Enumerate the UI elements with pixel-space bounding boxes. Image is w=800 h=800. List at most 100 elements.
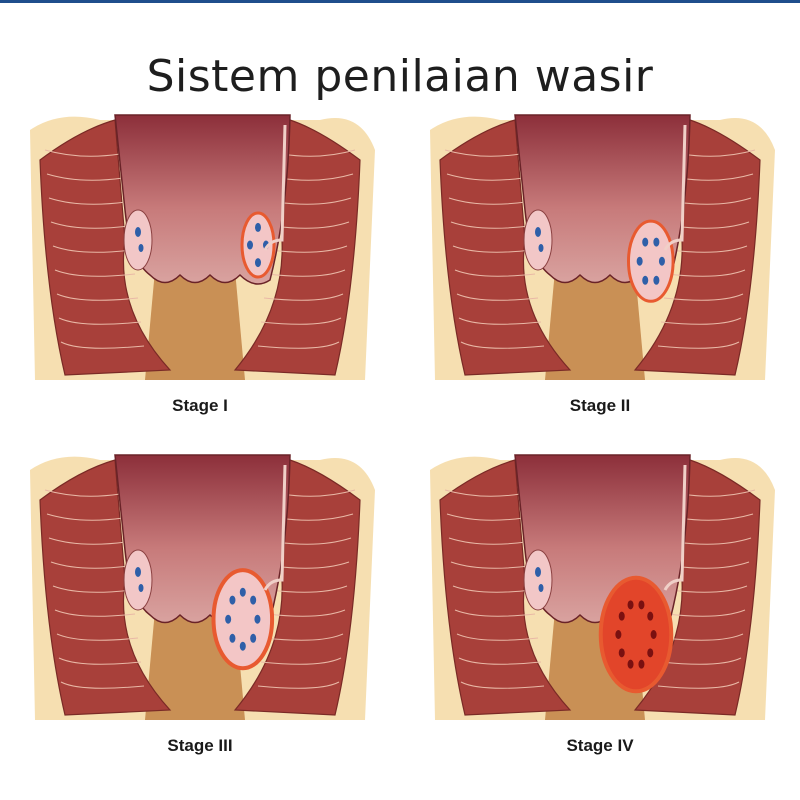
vein (618, 648, 625, 658)
muscle-fibre (660, 657, 742, 665)
left-sphincter-muscle (439, 459, 572, 716)
muscle-fibre (657, 681, 740, 689)
muscle-fibre (48, 537, 127, 545)
anatomy-illustration (430, 114, 775, 381)
muscle-fibre (456, 293, 539, 301)
vein (250, 595, 257, 605)
mucosal-fold (263, 124, 287, 251)
muscle-fibre (58, 657, 142, 665)
muscle-fibre (257, 681, 340, 689)
stage-panel: Stage III (20, 430, 380, 755)
vein (247, 240, 253, 250)
right-sphincter-muscle (233, 459, 361, 716)
muscle-fibre (666, 609, 746, 617)
muscle-fibre (44, 489, 121, 497)
muscle-fibre (456, 633, 539, 641)
stage-label: Stage IV (566, 736, 634, 755)
left-vascular-cushion (523, 549, 553, 611)
vein (615, 630, 622, 639)
stage-panel: Stage I (20, 90, 380, 415)
left-vascular-cushion (123, 549, 153, 611)
muscle-fibre (660, 317, 742, 325)
hemorrhoid (211, 568, 275, 671)
vein (538, 584, 544, 592)
muscle-fibre (450, 221, 530, 229)
muscle-fibre (669, 245, 748, 253)
vein (535, 227, 541, 237)
muscle-fibre (260, 657, 342, 665)
vein (642, 275, 649, 285)
vein (658, 256, 665, 266)
muscle-fibre (452, 585, 533, 593)
muscle-fibre (266, 609, 346, 617)
muscle-fibre (444, 149, 521, 157)
vein (229, 595, 236, 605)
left-sphincter-muscle (39, 119, 172, 376)
muscle-fibre (54, 609, 136, 617)
vein (653, 237, 660, 247)
vein (239, 587, 246, 597)
vein (255, 222, 261, 232)
muscle-fibre (454, 609, 536, 617)
muscle-fibre (263, 293, 344, 301)
muscle-fibre (458, 317, 542, 325)
muscle-fibre (50, 561, 130, 569)
muscle-fibre (60, 341, 145, 349)
left-vascular-cushion (523, 209, 553, 271)
muscle-fibre (60, 681, 145, 689)
stage-label: Stage II (569, 396, 631, 415)
muscle-fibre (52, 585, 133, 593)
vein (636, 256, 643, 266)
vein (254, 614, 261, 624)
vein (135, 227, 141, 237)
muscle-fibre (450, 561, 530, 569)
muscle-fibre (666, 269, 746, 277)
muscle-fibre (52, 245, 133, 253)
vein (538, 244, 544, 252)
stage-panel: Stage IV (420, 430, 780, 755)
muscle-fibre (56, 633, 139, 641)
anatomy-illustration (30, 114, 375, 381)
hemorrhoid (598, 575, 674, 694)
muscle-fibre (260, 317, 342, 325)
muscle-fibre (266, 269, 346, 277)
hemorrhoid (627, 219, 675, 303)
anatomy-illustration (30, 454, 375, 720)
vein (653, 275, 660, 285)
muscle-fibre (448, 197, 527, 205)
anal-canal (545, 270, 645, 380)
muscle-fibre (663, 293, 744, 301)
left-sphincter-muscle (39, 459, 172, 716)
anal-canal (145, 270, 245, 380)
muscle-fibre (54, 269, 136, 277)
muscle-fibre (58, 317, 142, 325)
stage-panel: Stage II (420, 90, 780, 415)
vein (627, 659, 634, 669)
muscle-fibre (446, 173, 524, 181)
vein (255, 258, 261, 268)
muscle-fibre (48, 197, 127, 205)
left-sphincter-muscle (439, 119, 572, 376)
vein (650, 630, 657, 639)
left-vascular-cushion (123, 209, 153, 271)
vein (642, 237, 649, 247)
vein (229, 633, 236, 643)
hemorrhoid (240, 211, 276, 279)
muscle-fibre (460, 341, 545, 349)
muscle-fibre (44, 149, 121, 157)
muscle-fibre (460, 681, 545, 689)
stage-label: Stage III (167, 736, 233, 755)
vein (638, 600, 645, 610)
mucosal-fold (663, 124, 687, 251)
mucosal-fold (663, 464, 687, 591)
vein (618, 611, 625, 621)
muscle-fibre (446, 513, 524, 521)
muscle-fibre (46, 513, 124, 521)
vein (627, 600, 634, 610)
vein (638, 659, 645, 669)
muscle-fibre (50, 221, 130, 229)
muscle-fibre (444, 489, 521, 497)
right-sphincter-muscle (233, 119, 361, 376)
vein (250, 633, 257, 643)
vein (138, 584, 144, 592)
